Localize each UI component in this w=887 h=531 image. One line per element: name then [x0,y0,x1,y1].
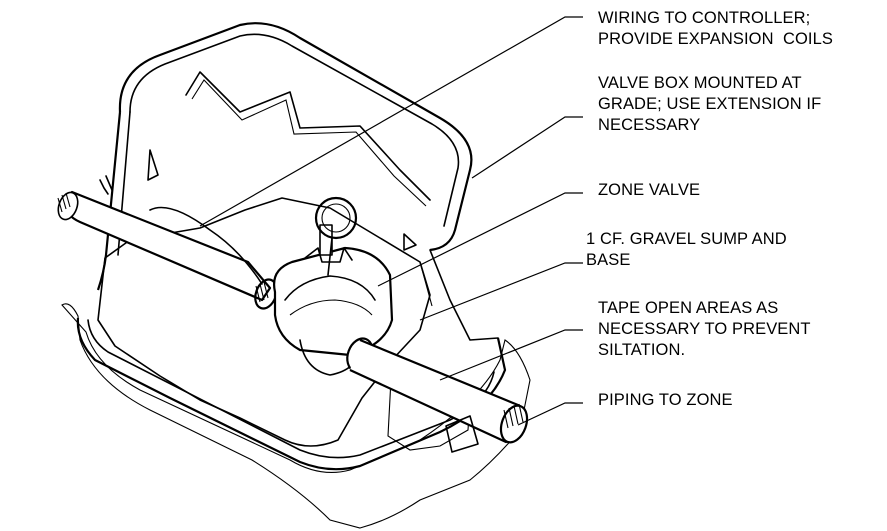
callout-zone-valve: ZONE VALVE [598,180,700,201]
callout-tape-line-2: NECESSARY TO PREVENT [598,320,811,338]
callout-gravel-sump: 1 CF. GRAVEL SUMP AND BASE [586,229,787,271]
leader-piping [517,402,583,426]
callout-wiring: WIRING TO CONTROLLER; PROVIDE EXPANSION C… [598,8,833,50]
valve-box [96,22,499,341]
leader-zone-valve [377,192,583,287]
leader-valve-box [471,116,583,179]
pipe-inlet [57,190,278,310]
callout-piping: PIPING TO ZONE [598,390,733,411]
callout-leaders [199,16,583,426]
leader-gravel [419,262,583,321]
callout-valve-box-line-2: GRADE; USE EXTENSION IF [598,95,822,113]
leader-tape [439,329,583,381]
callout-zone-valve-line-1: ZONE VALVE [598,181,701,199]
controller-wiring [99,175,263,285]
callout-gravel-sump-line-1: 1 CF. GRAVEL SUMP AND [586,230,787,248]
callout-tape: TAPE OPEN AREAS AS NECESSARY TO PREVENT SI… [598,298,811,361]
callout-tape-line-1: TAPE OPEN AREAS AS [598,299,779,317]
callout-gravel-sump-line-2: BASE [586,251,631,269]
callout-wiring-line-1: WIRING TO CONTROLLER; [598,9,811,27]
callout-valve-box-line-1: VALVE BOX MOUNTED AT [598,74,802,92]
callout-valve-box-line-3: NECESSARY [598,116,701,134]
soil-base [61,303,531,529]
callout-valve-box: VALVE BOX MOUNTED AT GRADE; USE EXTENSION… [598,73,821,136]
zone-valve [273,196,394,376]
callout-wiring-line-2: PROVIDE EXPANSION COILS [598,30,833,48]
callout-tape-line-3: SILTATION. [598,341,686,359]
callout-piping-line-1: PIPING TO ZONE [598,391,733,409]
pipe-outlet [346,337,529,453]
leader-wiring [199,16,583,227]
